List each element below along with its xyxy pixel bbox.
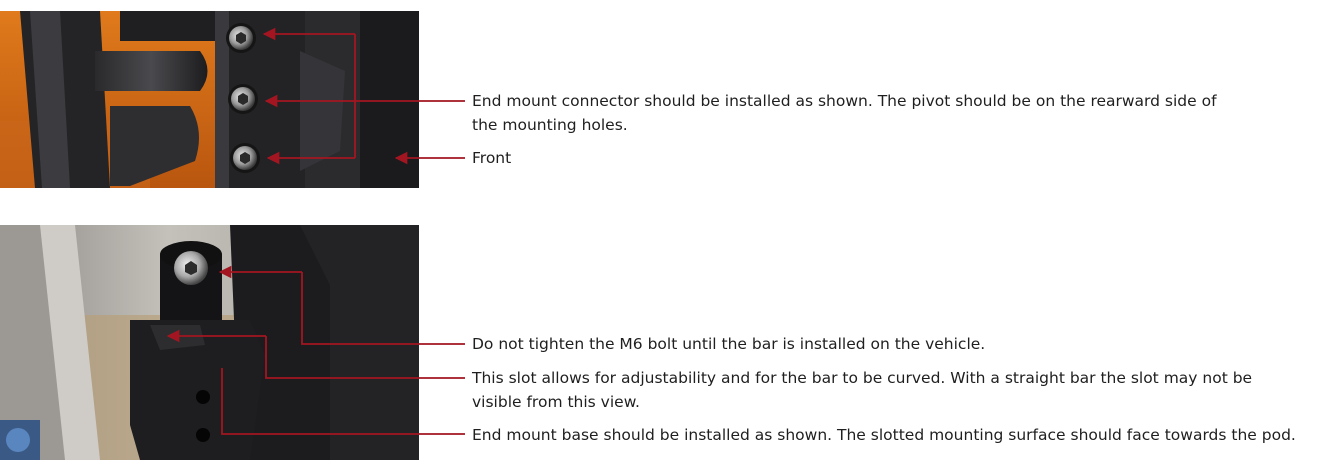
base-install-note: End mount base should be installed as sh… [472,423,1296,447]
slot-note-line1: This slot allows for adjustability and f… [472,369,1253,387]
connector-note-line2: the mounting holes. [472,116,628,134]
front-label-text: Front [472,149,512,167]
m6-bolt-note: Do not tighten the M6 bolt until the bar… [472,332,985,356]
end-mount-connector-photo [0,11,419,188]
connector-install-note: End mount connector should be installed … [472,89,1217,137]
base-note-text: End mount base should be installed as sh… [472,426,1296,444]
slot-note: This slot allows for adjustability and f… [472,366,1252,414]
end-mount-base-photo [0,225,419,460]
m6-bolt-note-text: Do not tighten the M6 bolt until the bar… [472,335,986,353]
slot-note-line2: visible from this view. [472,393,640,411]
front-label: Front [472,146,511,170]
connector-note-line1: End mount connector should be installed … [472,92,1217,110]
